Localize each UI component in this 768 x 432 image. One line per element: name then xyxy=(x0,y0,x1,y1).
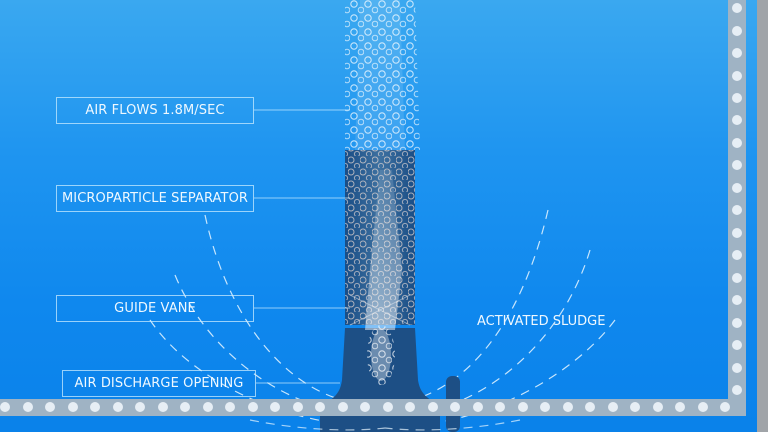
label-air-discharge-opening: AIR DISCHARGE OPENING xyxy=(62,370,256,397)
bubble-plume xyxy=(345,0,420,150)
label-microparticle-separator: MICROPARTICLE SEPARATOR xyxy=(56,185,254,212)
flow-lines-lower xyxy=(249,419,521,431)
leader-lines xyxy=(254,109,350,384)
aerator-device xyxy=(320,150,460,432)
outer-frame xyxy=(757,0,768,432)
label-guide-vane: GUIDE VANE xyxy=(56,295,254,322)
tank-wall-right xyxy=(728,0,746,415)
air-jet xyxy=(365,170,402,330)
label-activated-sludge: ACTIVATED SLUDGE xyxy=(477,314,606,329)
label-air-flows: AIR FLOWS 1.8M/SEC xyxy=(56,97,254,124)
tank-wall-bottom xyxy=(0,399,746,416)
